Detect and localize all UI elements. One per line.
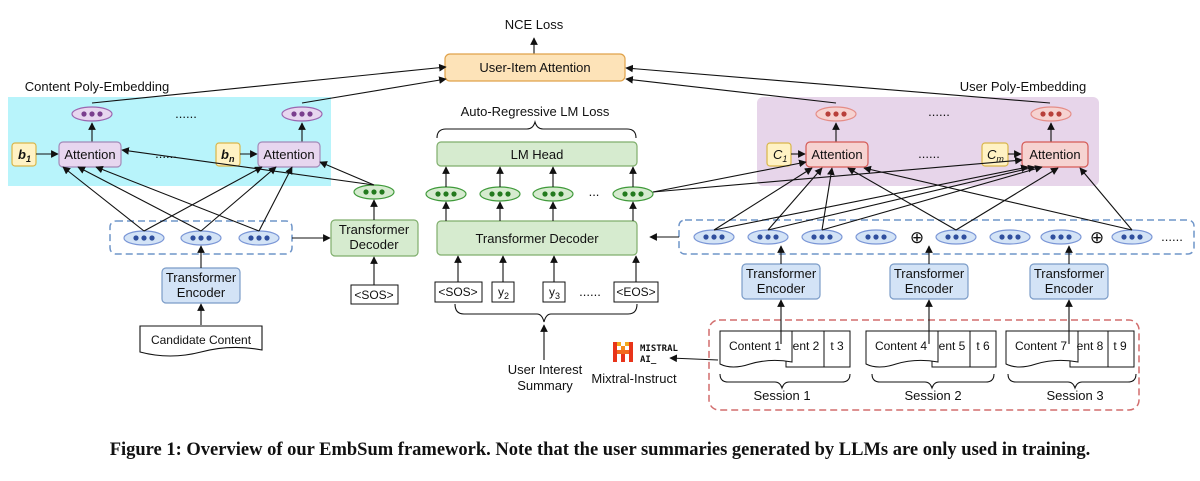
sos-label-left: <SOS> bbox=[354, 288, 393, 302]
lm-head-box bbox=[436, 141, 638, 167]
user-interest-label: User Interest bbox=[508, 362, 583, 377]
candidate-content-doc bbox=[139, 325, 263, 357]
svg-text:Content 7: Content 7 bbox=[1015, 339, 1067, 353]
attention-content-1 bbox=[58, 141, 122, 168]
svg-text:t 9: t 9 bbox=[1113, 339, 1127, 353]
attention-user-1-label: Attention bbox=[811, 147, 862, 162]
transformer-encoder-content-l2: Encoder bbox=[177, 285, 226, 300]
mixtral-label: Mixtral-Instruct bbox=[591, 371, 677, 386]
attention-user-2-label: Attention bbox=[1029, 147, 1080, 162]
sos-label-center: <SOS> bbox=[438, 285, 477, 299]
transformer-encoder-user-2-l2: Encoder bbox=[905, 281, 954, 296]
oval-green-3 bbox=[532, 186, 574, 202]
attention-dots-left: ...... bbox=[155, 146, 177, 161]
sessions-group bbox=[708, 319, 1140, 411]
nce-loss-label: NCE Loss bbox=[505, 17, 564, 32]
oval-green-2 bbox=[479, 186, 521, 202]
svg-text:ent 5: ent 5 bbox=[939, 339, 966, 353]
transformer-encoder-user-2-l1: Transformer bbox=[894, 266, 965, 281]
transformer-decoder-lm-label: Transformer Decoder bbox=[475, 231, 599, 246]
y3-label: y3 bbox=[549, 285, 560, 301]
oval-blue-r1 bbox=[693, 229, 735, 245]
plus-icon-1: ⊕ bbox=[910, 228, 924, 247]
oval-green-4 bbox=[612, 186, 654, 202]
user-item-attention-label: User-Item Attention bbox=[479, 60, 590, 75]
oval-purple-2 bbox=[281, 106, 323, 122]
session-2-docs: Content 4 ent 5 t 6 bbox=[865, 330, 997, 368]
transformer-encoder-user-1-l1: Transformer bbox=[746, 266, 817, 281]
lm-head-label: LM Head bbox=[511, 147, 564, 162]
attention-user-1 bbox=[805, 141, 869, 168]
oval-blue-r2 bbox=[747, 229, 789, 245]
bn-label: bn bbox=[221, 147, 235, 164]
mistral-logo: MISTRAL AI_ bbox=[613, 342, 679, 365]
oval-red-2 bbox=[1030, 106, 1072, 122]
oval-blue-r3 bbox=[801, 229, 843, 245]
transformer-encoder-user-3-l2: Encoder bbox=[1045, 281, 1094, 296]
oval-blue-l2 bbox=[180, 230, 222, 246]
transformer-encoder-user-3-l1: Transformer bbox=[1034, 266, 1105, 281]
candidate-content-label: Candidate Content bbox=[151, 333, 252, 347]
ar-loss-label: Auto-Regressive LM Loss bbox=[461, 104, 610, 119]
session-3-label: Session 3 bbox=[1046, 388, 1103, 403]
session-3-docs: Content 7 ent 8 t 9 bbox=[1005, 330, 1135, 368]
svg-text:ent 2: ent 2 bbox=[793, 339, 820, 353]
oval-blue-r4 bbox=[855, 229, 897, 245]
svg-text:Content 4: Content 4 bbox=[875, 339, 927, 353]
b1-label: b1 bbox=[18, 147, 31, 164]
oval-purple-1 bbox=[71, 106, 113, 122]
user-embed-dots: ...... bbox=[928, 104, 950, 119]
y2-label: y2 bbox=[498, 285, 509, 301]
eos-label: <EOS> bbox=[616, 285, 655, 299]
session-1-label: Session 1 bbox=[753, 388, 810, 403]
token-dots: ...... bbox=[579, 284, 601, 299]
green-ellipsis: ... bbox=[589, 184, 600, 199]
svg-text:t 3: t 3 bbox=[830, 339, 844, 353]
oval-blue-r8 bbox=[1111, 229, 1153, 245]
oval-blue-l3 bbox=[238, 230, 280, 246]
oval-blue-r5 bbox=[935, 229, 977, 245]
session-2-label: Session 2 bbox=[904, 388, 961, 403]
transformer-decoder-content-l2: Decoder bbox=[349, 237, 399, 252]
figure-caption: Figure 1: Overview of our EmbSum framewo… bbox=[109, 440, 1091, 460]
oval-blue-l1 bbox=[123, 230, 165, 246]
svg-text:MISTRAL: MISTRAL bbox=[640, 344, 679, 354]
content-embed-dots: ...... bbox=[175, 106, 197, 121]
svg-text:t 6: t 6 bbox=[976, 339, 990, 353]
summary-label: Summary bbox=[517, 378, 573, 393]
transformer-encoder-content-l1: Transformer bbox=[166, 270, 237, 285]
transformer-decoder-lm bbox=[436, 220, 638, 256]
svg-text:Content 1: Content 1 bbox=[729, 339, 781, 353]
plus-icon-2: ⊕ bbox=[1090, 228, 1104, 247]
svg-text:ent 8: ent 8 bbox=[1077, 339, 1104, 353]
attention-user-2 bbox=[1021, 141, 1089, 168]
c1-label: C1 bbox=[773, 147, 787, 164]
oval-green-decoder bbox=[353, 184, 395, 200]
attention-dots-right: ...... bbox=[918, 146, 940, 161]
user-token-group bbox=[678, 219, 1195, 255]
oval-green-1 bbox=[425, 186, 467, 202]
user-poly-embedding-label: User Poly-Embedding bbox=[960, 79, 1086, 94]
oval-blue-r7 bbox=[1040, 229, 1082, 245]
oval-blue-r6 bbox=[989, 229, 1031, 245]
oval-red-1 bbox=[815, 106, 857, 122]
svg-text:AI_: AI_ bbox=[640, 355, 657, 365]
session-1-docs: Content 1 ent 2 t 3 bbox=[719, 330, 851, 368]
token-row-ellipsis: ...... bbox=[1161, 229, 1183, 244]
cm-label: Cm bbox=[987, 147, 1004, 164]
attention-content-2-label: Attention bbox=[263, 147, 314, 162]
content-poly-embedding-label: Content Poly-Embedding bbox=[25, 79, 170, 94]
transformer-encoder-user-1-l2: Encoder bbox=[757, 281, 806, 296]
transformer-decoder-content-l1: Transformer bbox=[339, 222, 410, 237]
attention-content-1-label: Attention bbox=[64, 147, 115, 162]
